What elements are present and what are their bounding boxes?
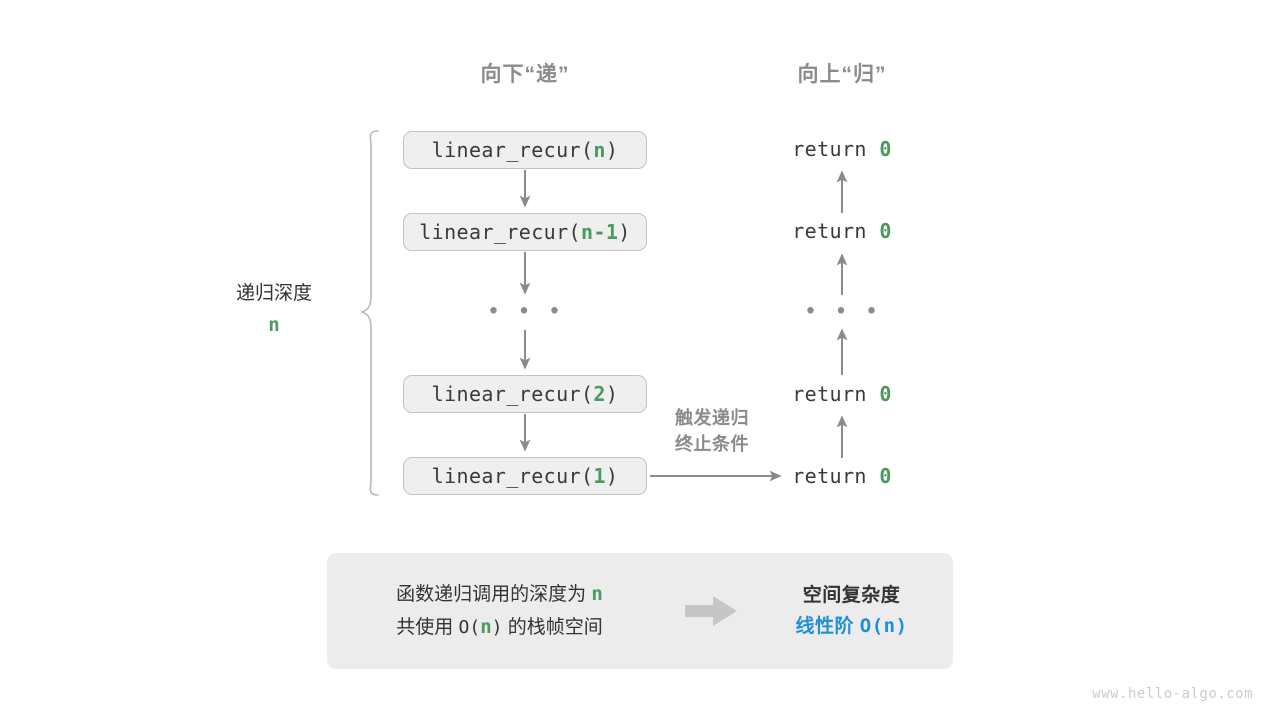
complexity-result: 空间复杂度 线性阶 O(n)	[750, 580, 953, 643]
call-frame-suffix: )	[605, 464, 619, 488]
return-statement: return 0	[792, 219, 892, 243]
call-frame-box[interactable]: linear_recur(2)	[403, 375, 647, 413]
call-frame-argument: 2	[593, 382, 606, 406]
summary-line1-variable: n	[591, 582, 603, 605]
return-value: 0	[879, 219, 892, 243]
complexity-order-expression: O(n)	[859, 615, 908, 637]
return-value: 0	[879, 137, 892, 161]
right-arrow-icon	[685, 596, 737, 626]
call-frame-prefix: linear_recur(	[419, 220, 581, 244]
complexity-result-title: 空间复杂度	[802, 584, 901, 606]
termination-condition-note: 触发递归 终止条件	[675, 405, 749, 457]
summary-line-1: 函数递归调用的深度为 n	[327, 578, 672, 611]
summary-line1-text: 函数递归调用的深度为	[396, 583, 592, 605]
summary-line2-variable: n	[480, 616, 492, 638]
return-keyword: return	[792, 137, 867, 161]
recursion-depth-annotation: 递归深度 n	[236, 281, 312, 343]
summary-line-2: 共使用 O(n) 的栈帧空间	[327, 611, 672, 644]
site-watermark: www.hello-algo.com	[1092, 686, 1253, 702]
recursion-depth-brace	[359, 130, 379, 496]
call-stack-ellipsis: • • •	[486, 299, 564, 325]
return-statement: return 0	[792, 137, 892, 161]
return-keyword: return	[792, 219, 867, 243]
call-frame-argument: n	[593, 138, 606, 162]
return-value: 0	[879, 382, 892, 406]
call-frame-argument: n-1	[580, 220, 619, 244]
call-frame-box[interactable]: linear_recur(n-1)	[403, 213, 647, 251]
call-frame-prefix: linear_recur(	[431, 138, 594, 162]
column-header-recurse-down: 向下“递”	[480, 63, 570, 86]
call-frame-suffix: )	[605, 382, 619, 406]
return-keyword: return	[792, 382, 867, 406]
complexity-result-value: 线性阶 O(n)	[750, 611, 953, 642]
termination-note-line1: 触发递归	[675, 408, 749, 428]
recursion-depth-title: 递归深度	[235, 283, 313, 304]
return-value: 0	[879, 464, 892, 488]
call-frame-prefix: linear_recur(	[431, 464, 594, 488]
summary-line2-bigo-close: )	[491, 617, 503, 638]
summary-line2-suffix: 的栈帧空间	[502, 617, 603, 638]
return-keyword: return	[792, 464, 867, 488]
complexity-order-label: 线性阶	[795, 616, 860, 637]
return-statement: return 0	[792, 382, 892, 406]
summary-description: 函数递归调用的深度为 n 共使用 O(n) 的栈帧空间	[327, 578, 672, 645]
complexity-summary-panel: 函数递归调用的深度为 n 共使用 O(n) 的栈帧空间 空间复杂度 线性阶 O(…	[327, 553, 953, 669]
call-frame-argument: 1	[593, 464, 606, 488]
call-frame-prefix: linear_recur(	[431, 382, 594, 406]
return-statement: return 0	[792, 464, 892, 488]
summary-arrow-slot	[672, 594, 750, 628]
call-frame-box[interactable]: linear_recur(n)	[403, 131, 647, 169]
summary-line2-bigo-open: O(	[458, 617, 481, 638]
call-frame-suffix: )	[618, 220, 631, 244]
recursion-depth-value: n	[268, 313, 280, 336]
call-frame-suffix: )	[605, 138, 619, 162]
termination-note-line2: 终止条件	[675, 434, 749, 455]
column-header-return-up: 向上“归”	[797, 63, 887, 86]
summary-line2-prefix: 共使用	[396, 617, 459, 638]
call-frame-box[interactable]: linear_recur(1)	[403, 457, 647, 495]
return-stack-ellipsis: • • •	[803, 299, 881, 325]
